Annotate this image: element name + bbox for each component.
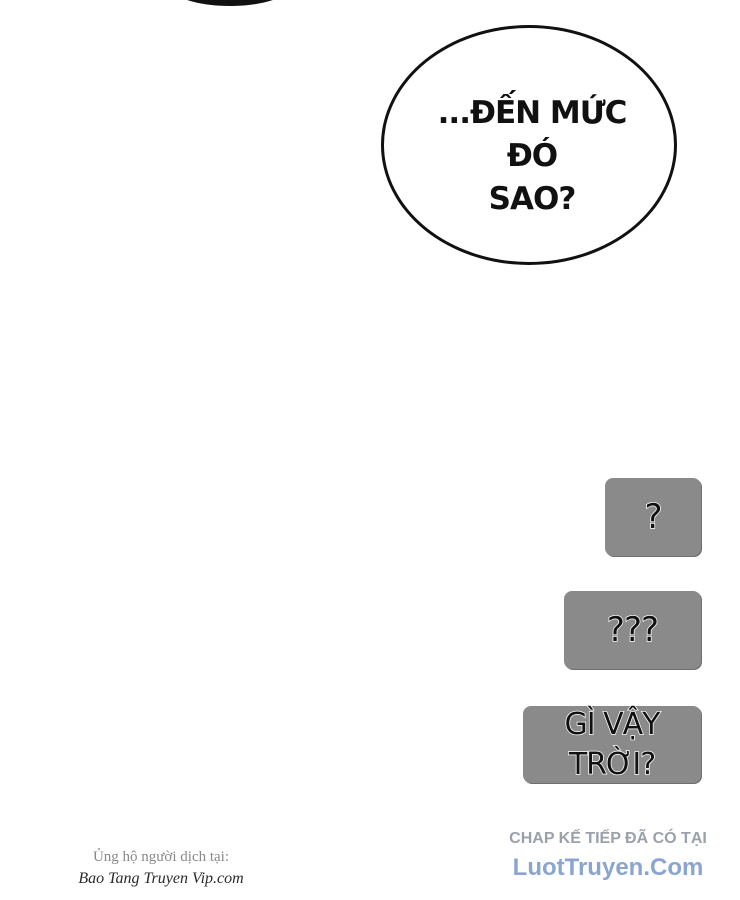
speech-bubble [381, 25, 677, 265]
chat-message-triple-question: ??? [564, 591, 701, 669]
speech-bubble-text: ...ĐẾN MỨC ĐÓ SAO? [437, 95, 628, 217]
top-panel-edge [170, 0, 290, 6]
next-chapter-text: CHAP KẾ TIẾP ĐÃ CÓ TẠI [509, 830, 707, 847]
next-chapter-credit: CHAP KẾ TIẾP ĐÃ CÓ TẠI LuotTruyen.Com [488, 828, 728, 886]
support-site-link[interactable]: Bao Tang Truyen Vip.com [78, 870, 244, 887]
translator-credit: Ủng hộ người dịch tại: Bao Tang Truyen V… [42, 846, 280, 890]
chat-message-question: ? [605, 478, 701, 556]
chat-message-what: GÌ VẬY TRỜI? [523, 706, 701, 783]
next-chapter-site-link[interactable]: LuotTruyen.Com [512, 854, 704, 881]
support-text: Ủng hộ người dịch tại: [92, 849, 230, 865]
